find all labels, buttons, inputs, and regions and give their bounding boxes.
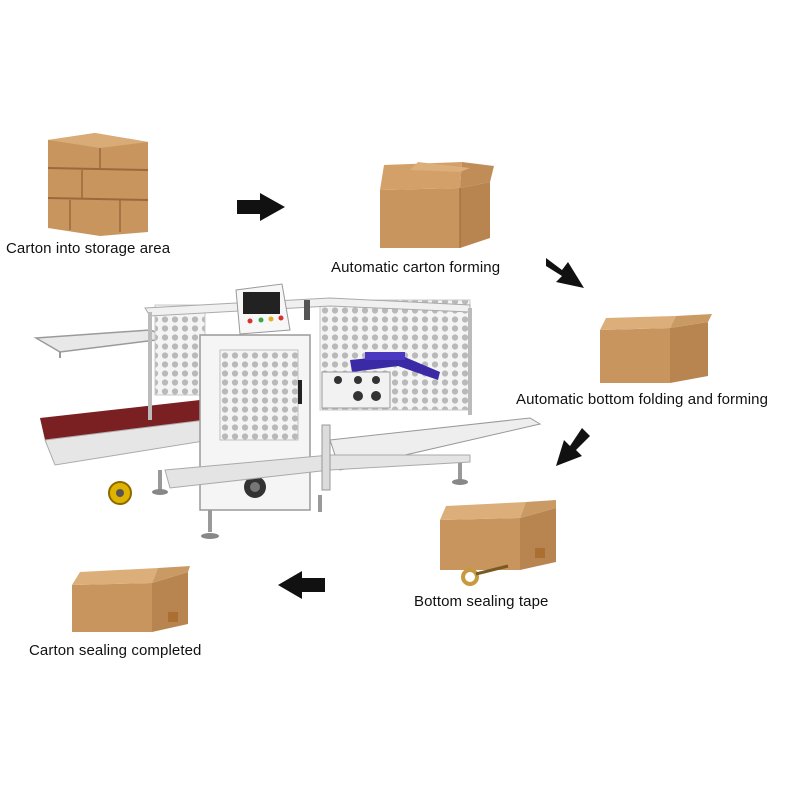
carton-box-icon	[600, 314, 712, 383]
machine-illustration	[33, 283, 542, 539]
step-label-storage: Carton into storage area	[6, 240, 171, 257]
step-label-bottom-folding: Automatic bottom folding and forming	[516, 391, 769, 408]
carton-stack-icon	[47, 133, 149, 236]
carton-open-icon	[380, 162, 494, 248]
flow-arrow-icon	[278, 571, 325, 599]
flow-arrow-icon	[546, 258, 584, 288]
step-label-sealing-completed: Carton sealing completed	[29, 642, 202, 659]
carton-taped-icon	[440, 500, 556, 586]
flow-arrow-icon	[556, 428, 590, 466]
carton-sealed-icon	[72, 566, 190, 632]
step-label-carton-forming: Automatic carton forming	[331, 259, 501, 276]
flow-arrow-icon	[237, 193, 285, 221]
step-label-bottom-sealing: Bottom sealing tape	[414, 593, 549, 610]
